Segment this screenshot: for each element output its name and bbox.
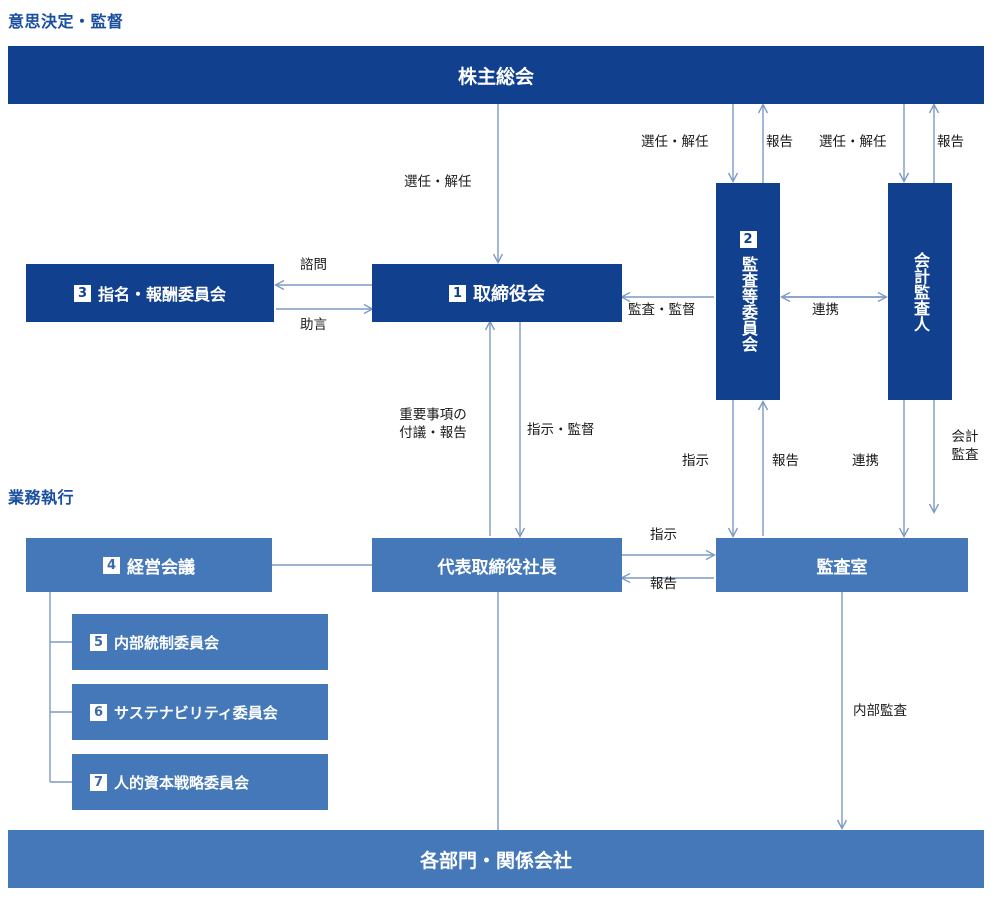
node-label-wrap: 各部門・関係会社	[420, 846, 572, 873]
node-label: 監査室	[816, 557, 868, 578]
node-label-wrap: 6 サステナビリティ委員会	[90, 702, 278, 723]
node-label-wrap: 代表取締役社長	[438, 553, 557, 578]
section-title-execution: 業務執行	[8, 488, 75, 507]
node-internal-control-committee[interactable]: 5 内部統制委員会	[72, 614, 328, 670]
edge-label-appoint-dismiss-accounting: 選任・解任	[819, 134, 887, 150]
node-label: 経営会議	[127, 557, 195, 578]
node-number: 2	[739, 231, 757, 248]
node-label: 内部統制委員会	[114, 633, 220, 652]
node-label-wrap: 7 人的資本戦略委員会	[90, 772, 249, 793]
edge-label-coordinate-top: 連携	[812, 302, 839, 318]
node-number: 5	[90, 633, 107, 651]
node-label-wrap: 1 取締役会	[449, 280, 545, 306]
node-audit-committee[interactable]: 2 監査等委員会	[716, 183, 780, 400]
edge-label-audit-supervise: 監査・監督	[628, 302, 696, 318]
node-number: 4	[103, 556, 120, 574]
node-number: 6	[90, 703, 107, 721]
edge-label-instruct-audit-office: 指示	[682, 453, 709, 469]
section-title-governance: 意思決定・監督	[8, 12, 124, 31]
node-label-wrap: 株主総会	[458, 62, 534, 89]
edge-label-consult: 諮問	[300, 257, 327, 273]
node-president[interactable]: 代表取締役社長	[372, 538, 622, 592]
edge-label-coordinate-bottom: 連携	[852, 453, 879, 469]
edge-label-instruct-president-to-office: 指示	[650, 527, 677, 543]
node-nomination-compensation-committee[interactable]: 3 指名・報酬委員会	[26, 264, 274, 322]
node-label: 監査等委員会	[738, 256, 758, 352]
edge-label-important-matters: 重要事項の 付議・報告	[385, 406, 481, 442]
node-management-meeting[interactable]: 4 経営会議	[26, 538, 272, 592]
node-label-wrap: 2 監査等委員会	[738, 231, 758, 352]
node-human-capital-committee[interactable]: 7 人的資本戦略委員会	[72, 754, 328, 810]
node-accounting-auditor[interactable]: 会計監査人	[888, 183, 952, 400]
edge-label-accounting-audit-line1: 会計	[951, 429, 979, 445]
edge-label-important-matters-line2: 付議・報告	[399, 425, 467, 442]
node-label: 各部門・関係会社	[419, 849, 572, 872]
node-label-wrap: 5 内部統制委員会	[90, 632, 219, 653]
node-label: 株主総会	[457, 65, 534, 88]
edge-label-internal-audit: 内部監査	[853, 703, 907, 719]
node-label: 人的資本戦略委員会	[114, 773, 250, 792]
node-label: サステナビリティ委員会	[114, 703, 278, 722]
node-label-wrap: 3 指名・報酬委員会	[73, 281, 226, 305]
edge-label-important-matters-line1: 重要事項の	[399, 407, 467, 423]
node-label-wrap: 監査室	[817, 553, 868, 578]
node-label: 指名・報酬委員会	[97, 285, 226, 304]
edge-label-appoint-dismiss-audit: 選任・解任	[641, 134, 709, 150]
edge-label-report-audit-office: 報告	[772, 453, 799, 469]
node-number: 7	[90, 773, 107, 791]
node-label: 取締役会	[473, 284, 545, 305]
edge-label-advise: 助言	[300, 317, 327, 333]
node-label-wrap: 4 経営会議	[103, 553, 195, 578]
node-label-wrap: 会計監査人	[910, 251, 930, 332]
node-sustainability-committee[interactable]: 6 サステナビリティ委員会	[72, 684, 328, 740]
node-label: 会計監査人	[910, 251, 930, 332]
node-label: 代表取締役社長	[437, 557, 557, 578]
node-audit-office[interactable]: 監査室	[716, 538, 968, 592]
edge-label-instruct-supervise: 指示・監督	[527, 422, 595, 438]
node-number: 1	[449, 284, 466, 302]
node-shareholders-meeting[interactable]: 株主総会	[8, 46, 984, 104]
edge-label-accounting-audit: 会計 監査	[940, 428, 990, 464]
edge-label-report-office-to-president: 報告	[650, 576, 677, 592]
node-board-of-directors[interactable]: 1 取締役会	[372, 264, 622, 322]
node-number: 3	[73, 284, 91, 302]
node-divisions-affiliates[interactable]: 各部門・関係会社	[8, 830, 984, 888]
edge-label-accounting-audit-line2: 監査	[951, 447, 979, 464]
edge-label-report-accounting-to-meeting: 報告	[937, 134, 964, 150]
edge-label-report-audit-to-meeting: 報告	[766, 134, 793, 150]
edge-label-appoint-dismiss-board: 選任・解任	[404, 174, 472, 190]
